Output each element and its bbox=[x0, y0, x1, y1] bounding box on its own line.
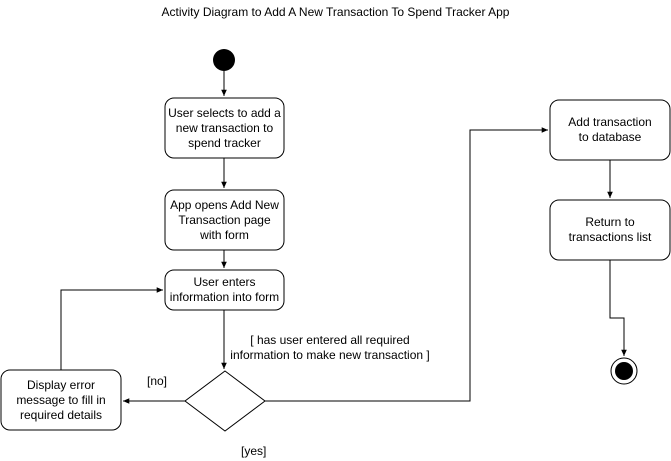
label-open-page: App opens Add New Transaction page with … bbox=[170, 197, 279, 242]
diagram-title: Activity Diagram to Add A New Transactio… bbox=[161, 5, 510, 19]
guard-no: [no] bbox=[147, 374, 168, 388]
decision-node bbox=[184, 370, 266, 432]
initial-node bbox=[213, 49, 235, 71]
label-return-list: Return to transactions list bbox=[568, 215, 652, 244]
flow-return-to-final bbox=[609, 260, 627, 356]
label-enter-info: User enters information into form bbox=[169, 275, 280, 304]
final-node-inner bbox=[615, 362, 633, 380]
label-select-add: User selects to add a new transaction to… bbox=[168, 105, 281, 150]
label-add-db: Add transaction to database bbox=[568, 115, 652, 144]
guard-condition: [ has user entered all required informat… bbox=[230, 333, 430, 362]
guard-yes: [yes] bbox=[241, 444, 267, 458]
flow-error-to-enter bbox=[60, 287, 163, 370]
flow-decision-to-db bbox=[265, 127, 548, 402]
label-display-error: Display error message to fill in require… bbox=[16, 377, 106, 422]
